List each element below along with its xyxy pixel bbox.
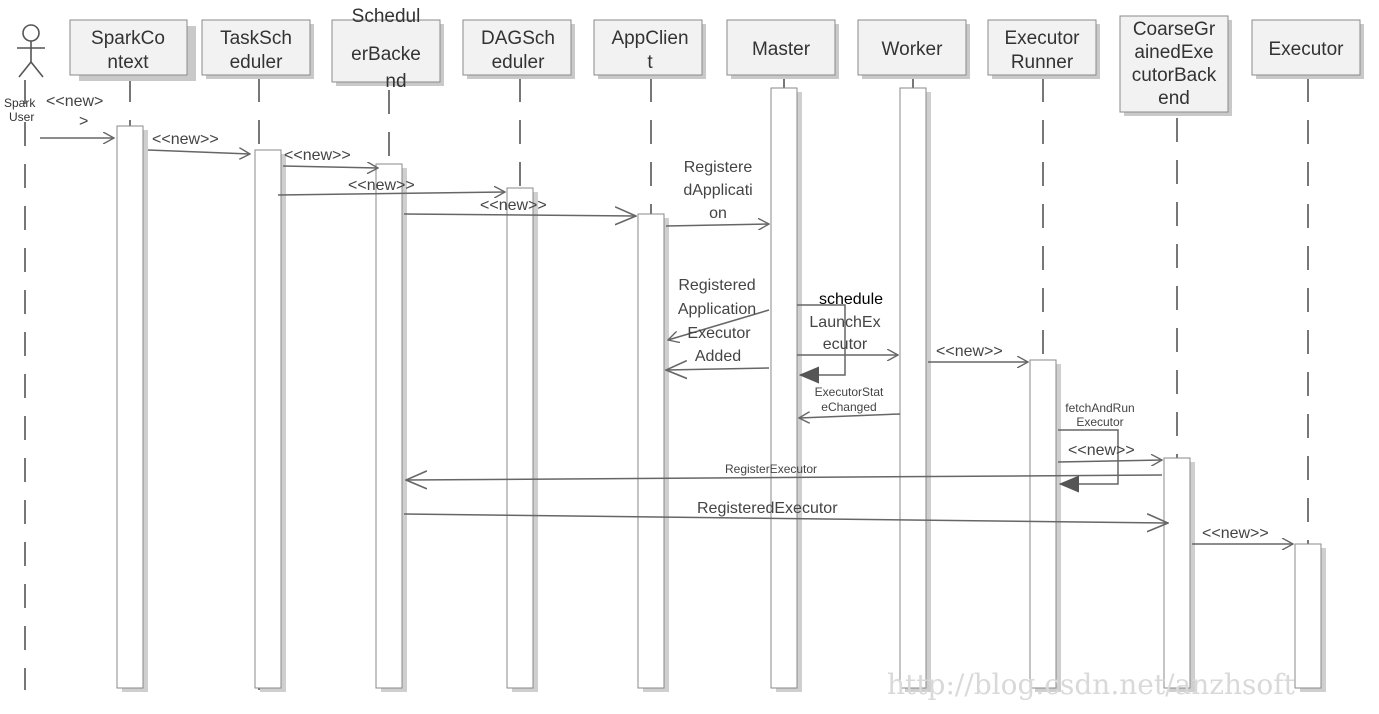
label-executoradded-line-2: Added bbox=[695, 348, 741, 365]
actor-executorrunner-line-1: Executor bbox=[1005, 28, 1081, 49]
arrow-new-coarsegrained bbox=[1057, 460, 1162, 462]
arrow-fetchandrun-self bbox=[1058, 429, 1119, 484]
label-registerapp-line-2: dApplicati bbox=[683, 182, 752, 199]
actor-headers: SparkCo ntext TaskSch eduler Schedul erB… bbox=[69, 6, 1364, 116]
actor-box-master bbox=[726, 19, 836, 76]
activation-worker bbox=[899, 87, 927, 689]
arrow-executorstatechanged bbox=[799, 414, 901, 418]
label-launchexecutor-line-2: ecutor bbox=[823, 336, 868, 353]
actor-coarsegrained-line-4: end bbox=[1158, 88, 1190, 109]
arrow-new-appclient bbox=[403, 214, 636, 216]
activation-sparkcontext bbox=[116, 125, 144, 689]
user-label-line-2: User bbox=[9, 110, 34, 124]
label-executorstatechanged-line-1: ExecutorStat bbox=[815, 385, 884, 399]
arrow-executoradded bbox=[666, 368, 770, 370]
label-registerapp-line-1: Registere bbox=[684, 159, 753, 176]
label-fetchandrun-line-2: Executor bbox=[1076, 415, 1123, 429]
actor-executorrunner-line-2: Runner bbox=[1011, 52, 1074, 73]
label-fetchandrun-line-1: fetchAndRun bbox=[1065, 401, 1134, 415]
label-registeredexecutor: RegisteredExecutor bbox=[697, 500, 838, 517]
label-launchexecutor-line-1: LaunchEx bbox=[809, 314, 880, 331]
actor-taskscheduler-line-2: eduler bbox=[230, 52, 283, 73]
actor-master-label: Master bbox=[752, 39, 811, 60]
activation-appclient bbox=[637, 213, 665, 689]
activation-executor bbox=[1294, 543, 1322, 689]
activation-schedulerbackend bbox=[375, 163, 403, 689]
actor-schedulerbackend-line-2: erBacke bbox=[351, 44, 421, 65]
actor-schedulerbackend-line-1: Schedul bbox=[352, 6, 421, 27]
watermark-text: http://blog.csdn.net/anzhsoft bbox=[887, 668, 1296, 701]
actor-dagscheduler-line-1: DAGSch bbox=[481, 28, 555, 49]
label-registerapp-line-3: on bbox=[709, 205, 727, 222]
label-schedule: schedule bbox=[819, 291, 883, 308]
actor-coarsegrained-line-3: cutorBack bbox=[1132, 65, 1217, 86]
actor-worker-label: Worker bbox=[882, 39, 944, 60]
actor-dagscheduler-line-2: eduler bbox=[492, 52, 545, 73]
label-executorstatechanged-line-2: eChanged bbox=[821, 400, 876, 414]
actor-coarsegrained-line-1: CoarseGr bbox=[1133, 19, 1216, 40]
activation-master bbox=[770, 87, 798, 689]
activation-coarsegrained bbox=[1163, 457, 1191, 689]
actor-box-dagscheduler bbox=[462, 19, 572, 76]
actor-appclient-line-1: AppClien bbox=[611, 28, 688, 49]
label-new-user-line-1: <<new> bbox=[46, 93, 103, 110]
actor-sparkcontext-line-1: SparkCo bbox=[91, 28, 165, 49]
activation-executorrunner bbox=[1029, 359, 1057, 689]
actor-schedulerbackend-line-3: nd bbox=[385, 71, 406, 92]
label-registeredapp-line-2: Application bbox=[678, 301, 756, 318]
arrow-new-schedulerbackend bbox=[282, 166, 378, 168]
message-labels: <<new> > <<new>> <<new>> <<new>> <<new>>… bbox=[46, 93, 1269, 542]
user-actor-icon bbox=[17, 24, 45, 78]
actor-box-worker bbox=[857, 19, 967, 76]
label-new-user-line-2: > bbox=[79, 113, 88, 130]
label-new-dagscheduler: <<new>> bbox=[348, 177, 415, 194]
actor-box-appclient bbox=[593, 19, 703, 76]
user-label-line-1: Spark bbox=[4, 96, 36, 110]
messages bbox=[40, 138, 1293, 544]
label-new-executor: <<new>> bbox=[1202, 525, 1269, 542]
label-registerexecutor: RegisterExecutor bbox=[725, 462, 817, 476]
label-new-appclient: <<new>> bbox=[480, 197, 547, 214]
activation-bars bbox=[116, 87, 1326, 692]
actor-box-executor bbox=[1251, 19, 1361, 76]
label-new-taskscheduler: <<new>> bbox=[152, 131, 219, 148]
label-executoradded-line-1: Executor bbox=[687, 325, 751, 342]
arrow-schedule-self bbox=[797, 304, 846, 375]
arrow-registerapplication bbox=[665, 224, 769, 226]
arrow-new-dagscheduler bbox=[277, 192, 505, 195]
actor-box-taskscheduler bbox=[201, 19, 311, 76]
actor-executor-label: Executor bbox=[1269, 39, 1345, 60]
actor-box-coarsegrained bbox=[1119, 15, 1229, 113]
arrow-registeredexecutor bbox=[403, 514, 1168, 523]
label-new-coarsegrained: <<new>> bbox=[1068, 442, 1135, 459]
actor-coarsegrained-line-2: ainedExe bbox=[1134, 42, 1213, 63]
arrow-new-taskscheduler bbox=[147, 150, 250, 154]
actor-sparkcontext-line-2: ntext bbox=[107, 52, 149, 73]
actor-box-schedulerbackend bbox=[331, 19, 441, 83]
arrow-registeredapplication bbox=[668, 309, 770, 340]
label-new-schedulerbackend: <<new>> bbox=[284, 147, 351, 164]
actor-box-sparkcontext bbox=[69, 19, 188, 76]
actor-taskscheduler-line-1: TaskSch bbox=[220, 28, 292, 49]
activation-dagscheduler bbox=[506, 187, 534, 689]
label-registeredapp-line-1: Registered bbox=[678, 277, 755, 294]
activation-taskscheduler bbox=[254, 149, 282, 689]
actor-box-executorrunner bbox=[987, 19, 1097, 76]
actor-appclient-line-2: t bbox=[647, 52, 653, 73]
arrow-registerexecutor bbox=[406, 475, 1163, 480]
label-new-executorrunner: <<new>> bbox=[936, 343, 1003, 360]
